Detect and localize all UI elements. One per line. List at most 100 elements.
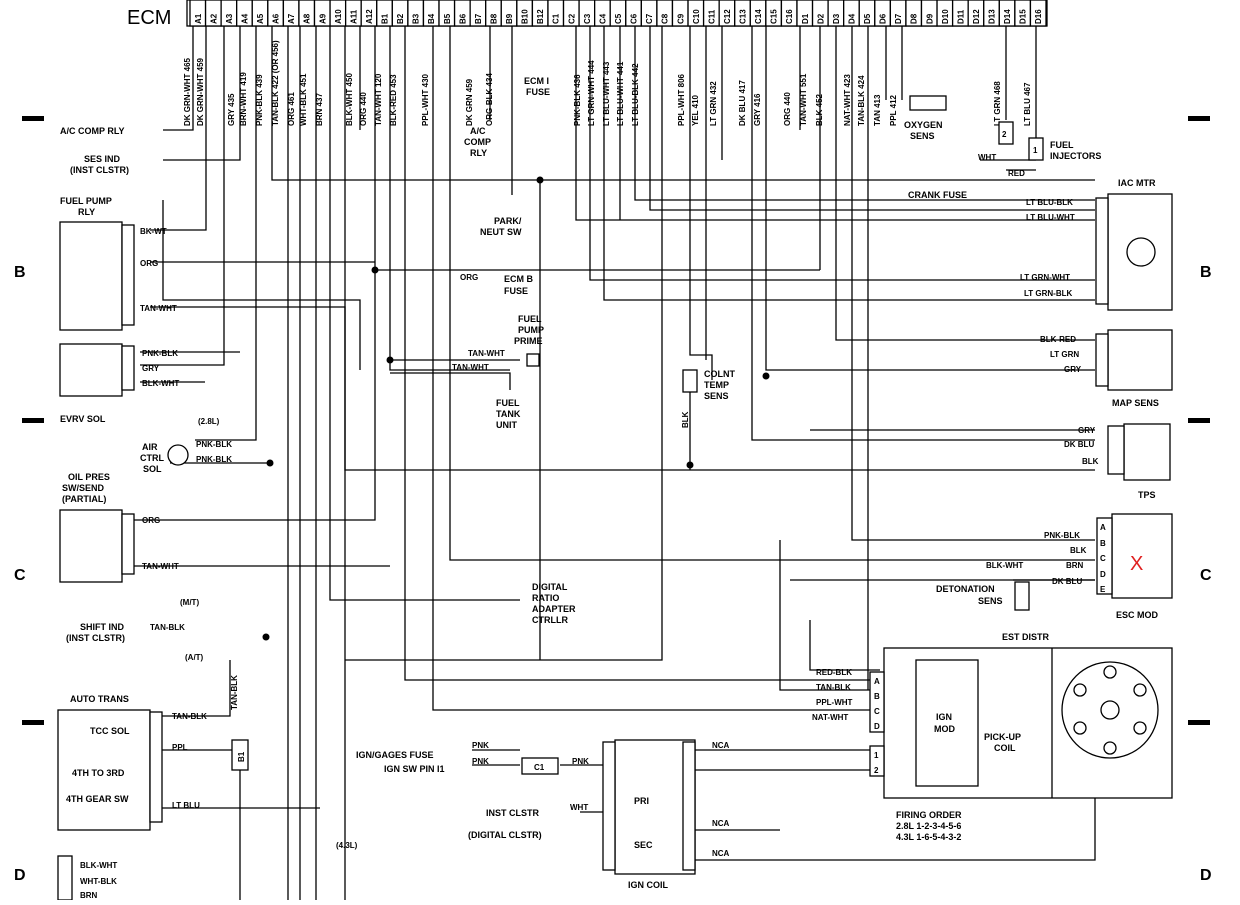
ecm-wire-label: BRN 437 [315,93,324,126]
zone-label: C [1200,567,1212,584]
svg-text:LT GRN-BLK: LT GRN-BLK [1024,289,1073,298]
zone-label: B [14,264,26,281]
fuel-injectors: 2 1 WHT RED FUEL INJECTORS [978,121,1101,178]
svg-text:SENS: SENS [910,131,935,141]
svg-text:(INST CLSTR): (INST CLSTR) [70,165,129,175]
ecm-pin-label: C6 [630,13,639,24]
svg-text:(PARTIAL): (PARTIAL) [62,494,106,504]
svg-text:C: C [1100,554,1106,563]
svg-text:BLK-RED: BLK-RED [1040,335,1076,344]
svg-text:OXYGEN: OXYGEN [904,120,943,130]
svg-text:RLY: RLY [78,207,95,217]
svg-text:COLNT: COLNT [704,369,735,379]
svg-text:RLY: RLY [470,148,487,158]
svg-text:IGN COIL: IGN COIL [628,880,669,890]
svg-text:UNIT: UNIT [496,420,517,430]
ecm-pin-label: B9 [505,13,514,24]
svg-text:ORG: ORG [142,516,160,525]
svg-text:EST DISTR: EST DISTR [1002,632,1050,642]
esc-module: A B C D E X PNK-BLK BLK BRN BLK-WHT DK B… [986,513,1173,620]
oil-pressure-switch: OIL PRES SW/SEND (PARTIAL) ORG TAN-WHT [59,472,179,583]
ecm-pin-label: A7 [287,13,296,24]
svg-text:EVRV SOL: EVRV SOL [60,414,106,424]
ecm-wire-label: NAT-WHT 423 [843,74,852,126]
ecm-title: ECM [127,7,171,29]
svg-text:NCA: NCA [712,741,730,750]
svg-text:MOD: MOD [934,724,955,734]
svg-text:IAC MTR: IAC MTR [1118,178,1156,188]
svg-text:BLK: BLK [681,411,690,428]
svg-text:(4.3L): (4.3L) [336,841,358,850]
ecm-wire-label: BRN-WHT 419 [239,72,248,126]
ecm-pin-label: D4 [847,13,856,24]
svg-text:CTRLLR: CTRLLR [532,615,568,625]
ecm-wire-label: TAN-BLK 422 (OR 456) [271,40,280,126]
svg-text:INJECTORS: INJECTORS [1050,151,1101,161]
ecm-b-fuse: ORG ECM B FUSE [460,273,534,296]
svg-text:RED-BLK: RED-BLK [816,668,852,677]
ecm-pin-label: A12 [365,9,374,24]
svg-text:PNK: PNK [572,757,589,766]
svg-text:BLK-WHT: BLK-WHT [142,379,179,388]
svg-text:SENS: SENS [704,391,729,401]
esc-error-mark: X [1130,553,1143,575]
detonation-sensor: DETONATION SENS [936,581,1030,611]
svg-text:D: D [874,722,880,731]
fuel-pump-relay: FUEL PUMP RLY BK-WT ORG TAN-WHT [59,196,177,331]
ecm-pin-label: B12 [536,9,545,24]
svg-text:PNK-BLK: PNK-BLK [1044,531,1080,540]
svg-text:COIL: COIL [994,743,1016,753]
svg-text:TAN-BLK: TAN-BLK [150,623,185,632]
ecm-pin-label: C5 [614,13,623,24]
junction-dots [262,176,906,834]
svg-text:INST CLSTR: INST CLSTR [486,808,539,818]
svg-text:CTRL: CTRL [140,453,164,463]
ecm-wire-label: WHT-BLK 451 [299,73,308,126]
ecm-wire-label: GRY 416 [753,93,762,126]
svg-text:PUMP: PUMP [518,325,544,335]
svg-text:A: A [1100,523,1106,532]
ecm-wire-label: PNK-BLK 439 [255,74,264,126]
svg-text:ECM B: ECM B [504,274,534,284]
ecm-pin-label: C15 [770,9,779,24]
ecm-wire-label: GRY 435 [227,93,236,126]
ecm-wire-label: PPL-WHT 430 [421,73,430,126]
svg-text:WHT: WHT [570,803,588,812]
ecm-pin-label: D9 [925,13,934,24]
ecm-pin-label: A11 [349,9,358,24]
ecm-wire-label: PPL-WHT 806 [677,73,686,126]
zone-label: D [1200,867,1212,884]
ecm-wire-label: ORG 461 [287,92,296,126]
svg-text:SEC: SEC [634,840,653,850]
ignition-coil: IGN/GAGES FUSE IGN SW PIN I1 PNK PNK C1 … [356,739,730,890]
svg-text:GRY: GRY [142,364,160,373]
svg-text:FUSE: FUSE [526,87,550,97]
evrv-solenoid: EVRV SOL PNK-BLK GRY BLK-WHT [59,343,179,424]
svg-text:SW/SEND: SW/SEND [62,483,105,493]
svg-text:FUEL: FUEL [518,314,542,324]
svg-text:SHIFT IND: SHIFT IND [80,622,124,632]
svg-text:PARK/: PARK/ [494,216,522,226]
svg-text:NCA: NCA [712,849,730,858]
svg-text:DIGITAL: DIGITAL [532,582,568,592]
svg-text:WHT-BLK: WHT-BLK [80,877,117,886]
svg-text:COMP: COMP [464,137,491,147]
ecm-wire-label: TAN 413 [873,94,882,126]
svg-text:PPL-WHT: PPL-WHT [816,698,853,707]
svg-text:(2.8L): (2.8L) [198,417,220,426]
ecm-pin-label: D8 [910,13,919,24]
ecm-wire-label: LT GRN-WHT 444 [587,60,596,126]
svg-text:FUEL PUMP: FUEL PUMP [60,196,112,206]
svg-text:LT BLU: LT BLU [172,801,200,810]
svg-text:ORG: ORG [460,273,478,282]
zone-markers: B B C C D D [14,116,1212,884]
ac-comp-relay-2: A/C COMP RLY [464,126,491,158]
ecm-wire-label: LT GRN 432 [709,81,718,126]
ecm-pin-label: A6 [272,13,281,24]
svg-text:4TH GEAR SW: 4TH GEAR SW [66,794,129,804]
fuel-pump-prime: FUEL PUMP PRIME TAN-WHT TAN-WHT [452,314,544,372]
svg-text:ADAPTER: ADAPTER [532,604,576,614]
ecm-pin-label: C12 [723,9,732,24]
